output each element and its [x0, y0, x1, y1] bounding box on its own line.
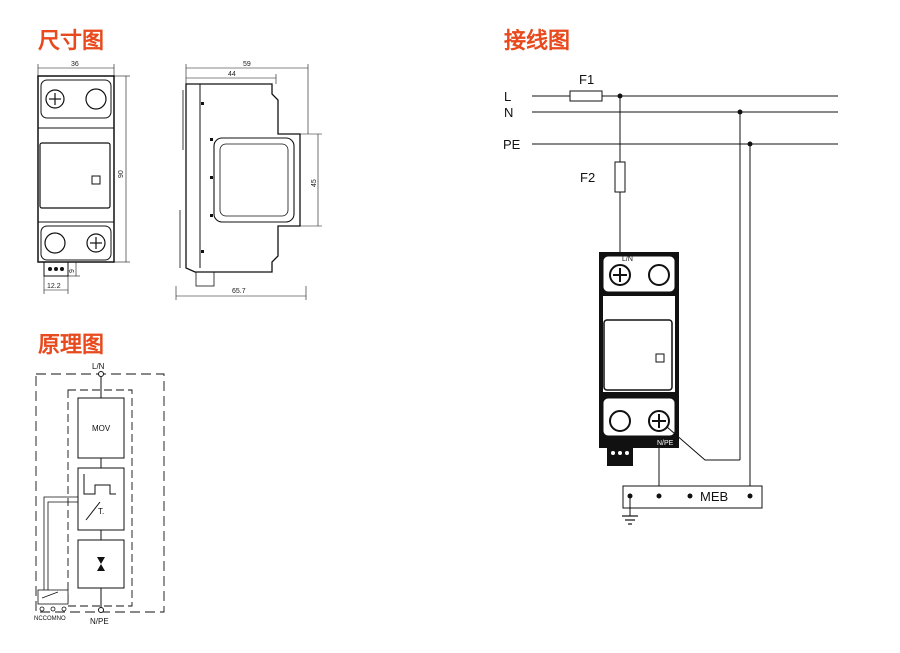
- front-bottom-terminal-block: [40, 225, 112, 261]
- dim-terminal-height: 9: [69, 269, 76, 273]
- side-view-outline: [185, 83, 301, 273]
- label-L: L: [504, 89, 511, 104]
- principle-bottom-label: N/PE: [90, 617, 109, 626]
- contacts-label: NCCOMNO: [34, 616, 66, 622]
- label-PE: PE: [503, 137, 521, 152]
- meb-bar: [622, 485, 763, 509]
- remote-signal-terminal: [43, 261, 69, 277]
- front-window: [39, 142, 111, 209]
- heading-principle-diagram: 原理图: [38, 333, 104, 358]
- device-terminal-top-label: L/N: [622, 256, 633, 263]
- thermal-disconnector-block: [77, 467, 125, 531]
- dim-side-total: 59: [243, 61, 251, 68]
- fuse-F1: [569, 90, 603, 102]
- remote-contact-block: [37, 589, 69, 605]
- dim-front-width: 36: [71, 61, 79, 68]
- device-signal-terminal: [607, 448, 633, 466]
- screw-icon: [86, 233, 106, 253]
- meb-label: MEB: [700, 489, 728, 504]
- mov-block: [77, 397, 125, 459]
- indicator-window-icon: [655, 353, 665, 363]
- indicator-window-icon: [91, 175, 101, 185]
- device-window: [603, 319, 673, 391]
- side-window: [213, 137, 295, 223]
- label-N: N: [504, 105, 513, 120]
- screw-icon: [45, 89, 65, 109]
- side-view-drawing: 59 44 45 65.7: [175, 61, 322, 300]
- principle-top-label: L/N: [92, 362, 105, 371]
- dim-terminal-width: 12.2: [47, 283, 61, 290]
- wiring-schematic: L N PE F1 F2 L/N N/PE: [503, 72, 838, 525]
- terminal-hole-icon: [609, 410, 631, 432]
- thermal-label: T.: [98, 507, 104, 516]
- fuse-F2-label: F2: [580, 170, 595, 185]
- heading-dimension-drawing: 尺寸图: [38, 29, 104, 54]
- fuse-F1-label: F1: [579, 72, 594, 87]
- front-view-drawing: 36 90 9 12.2: [37, 61, 130, 294]
- fuse-F2: [614, 161, 626, 193]
- dim-side-bottom: 65.7: [232, 288, 246, 295]
- dim-front-height: 90: [118, 170, 125, 178]
- terminal-hole-icon: [648, 264, 670, 286]
- device-terminal-bottom-label: N/PE: [657, 440, 674, 447]
- dim-side-top: 44: [228, 71, 236, 78]
- dim-side-window: 45: [311, 179, 318, 187]
- terminal-hole-icon: [44, 232, 66, 254]
- front-top-terminal-block: [40, 79, 112, 119]
- module-dashed-outline: [67, 389, 133, 607]
- heading-wiring-diagram: 接线图: [504, 28, 570, 54]
- mov-label: MOV: [92, 424, 111, 433]
- terminal-hole-icon: [85, 88, 107, 110]
- principle-schematic: L/N MOV T. N/PE NCCOMNO: [34, 362, 165, 626]
